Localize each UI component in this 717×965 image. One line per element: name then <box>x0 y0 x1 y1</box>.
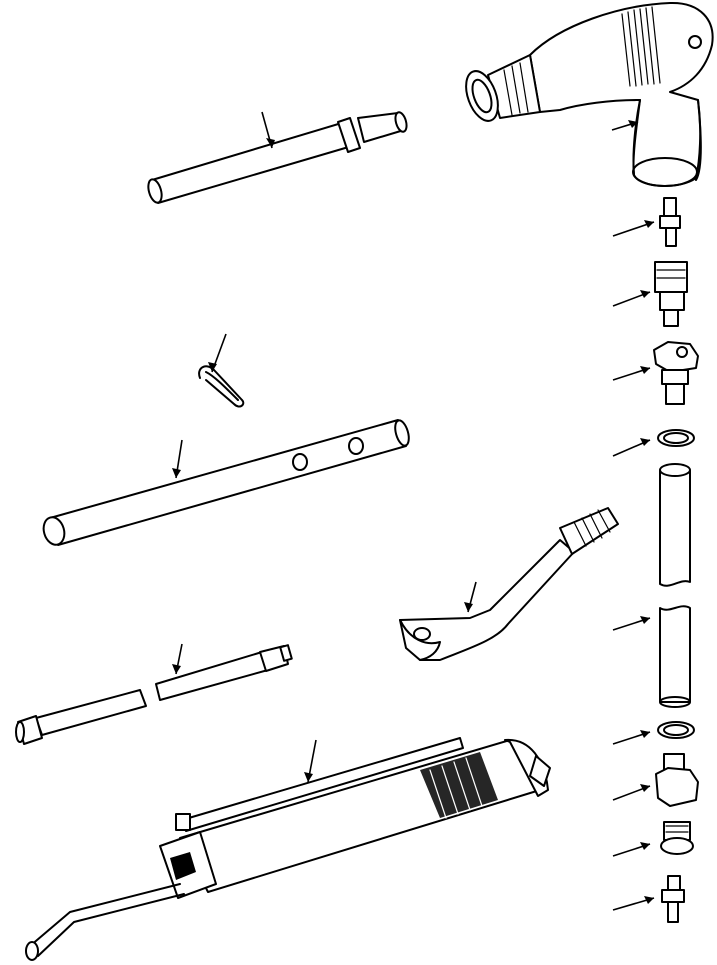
grease-gun <box>25 737 551 961</box>
hose-clamp-bottom <box>612 721 695 745</box>
hose-clamp-top <box>612 429 695 457</box>
air-hose-section <box>612 463 691 708</box>
air-hammer-body <box>465 1 714 187</box>
extension-bar <box>147 111 408 204</box>
quick-coupler <box>612 261 688 327</box>
hex-fitting-bottom <box>612 753 699 807</box>
air-fitting-bottom <box>612 875 685 923</box>
leader-arrowheads <box>172 120 654 904</box>
hex-nipple <box>612 341 699 405</box>
air-fitting-top <box>612 197 681 247</box>
tube-with-holes <box>42 419 410 546</box>
filter-fitting <box>612 821 694 857</box>
wrench-handle <box>399 507 619 661</box>
hose-extension <box>15 643 293 745</box>
hair-pin-clip <box>198 333 245 408</box>
